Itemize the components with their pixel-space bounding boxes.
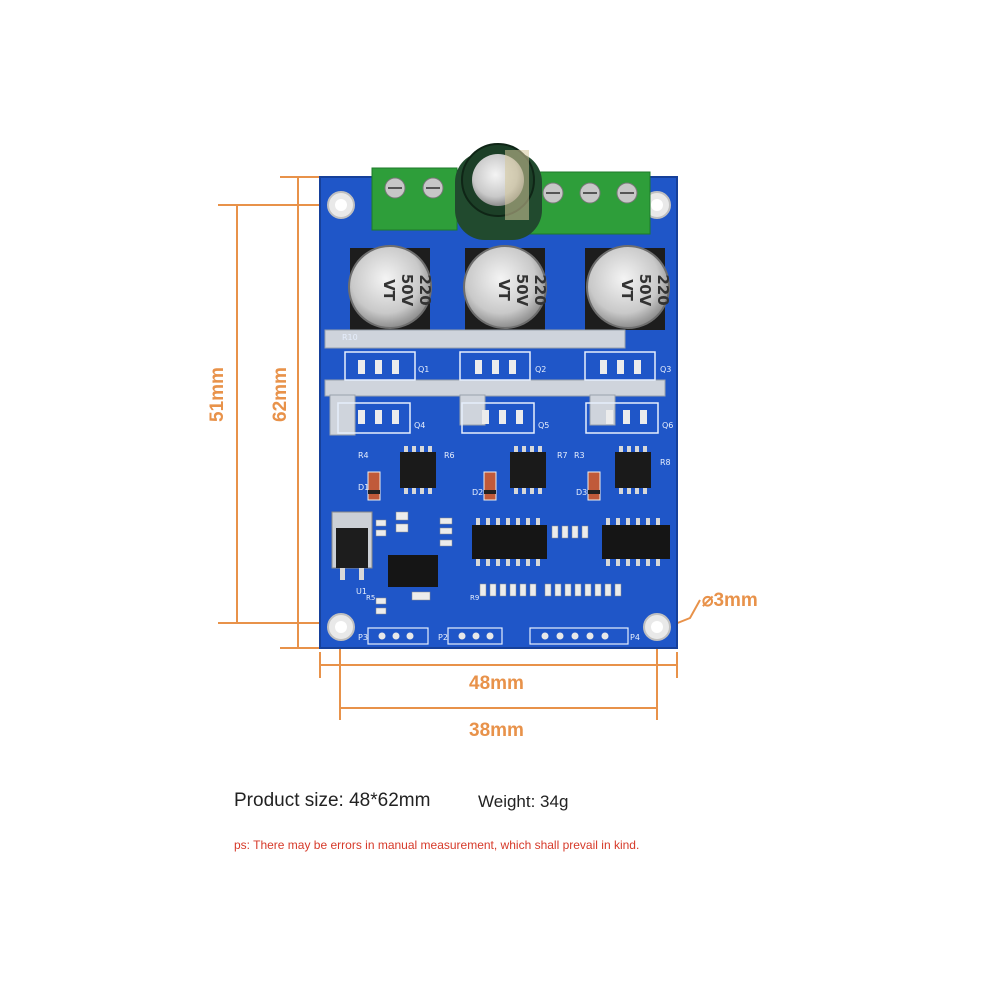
pin-header-pads [378, 632, 609, 640]
diodes [367, 471, 601, 501]
terminal-blocks [371, 167, 651, 235]
cap2-text-line3: VT [495, 279, 513, 302]
transistor-pads [358, 360, 647, 424]
dimension-38mm: 38mm [469, 720, 524, 741]
measurement-note: ps: There may be errors in manual measur… [234, 838, 640, 852]
label-u1: U1 [356, 587, 367, 596]
label-d2: D2 [472, 488, 483, 497]
cap1-text-line2: 50V [398, 274, 416, 307]
driver-ics [400, 452, 651, 488]
cap3-text-line3: VT [618, 279, 636, 302]
transistor-footprints [337, 351, 659, 434]
label-q2: Q2 [535, 365, 546, 374]
label-r10: R10 [342, 333, 358, 342]
label-r4: R4 [358, 451, 369, 460]
ic-pins [404, 446, 647, 494]
dimension-48mm: 48mm [469, 673, 524, 694]
cap1-text-line3: VT [380, 279, 398, 302]
label-r9: R9 [470, 594, 479, 602]
small-capacitor [455, 143, 542, 240]
cap1-text-line1: 220 [416, 274, 434, 305]
label-q3: Q3 [660, 365, 671, 374]
solder-traces [324, 329, 666, 436]
dimension-hole: ⌀3mm [702, 590, 758, 611]
label-p4: P4 [630, 633, 640, 642]
label-r7: R7 [557, 451, 568, 460]
lower-ics [388, 525, 670, 587]
label-r6: R6 [444, 451, 455, 460]
label-r5: R5 [366, 594, 375, 602]
label-p2: P2 [438, 633, 448, 642]
cap3-text-line2: 50V [636, 274, 654, 307]
cap2-text-line1: 220 [531, 274, 549, 305]
smd-components [375, 511, 622, 615]
label-q4: Q4 [414, 421, 425, 430]
cap3-text-line1: 220 [654, 274, 672, 305]
large-capacitors [348, 245, 670, 330]
label-r8: R8 [660, 458, 671, 467]
label-r3: R3 [574, 451, 585, 460]
weight-label: Weight: 34g [478, 792, 569, 811]
lower-ic-pins [476, 518, 660, 566]
cap2-text-line2: 50V [513, 274, 531, 307]
label-p3: P3 [358, 633, 368, 642]
voltage-regulator [331, 511, 373, 580]
label-q1: Q1 [418, 365, 429, 374]
product-size-label: Product size: 48*62mm [234, 790, 431, 811]
label-d3: D3 [576, 488, 587, 497]
label-q6: Q6 [662, 421, 673, 430]
label-d1: D1 [358, 483, 369, 492]
pin-headers [367, 627, 629, 645]
label-q5: Q5 [538, 421, 549, 430]
